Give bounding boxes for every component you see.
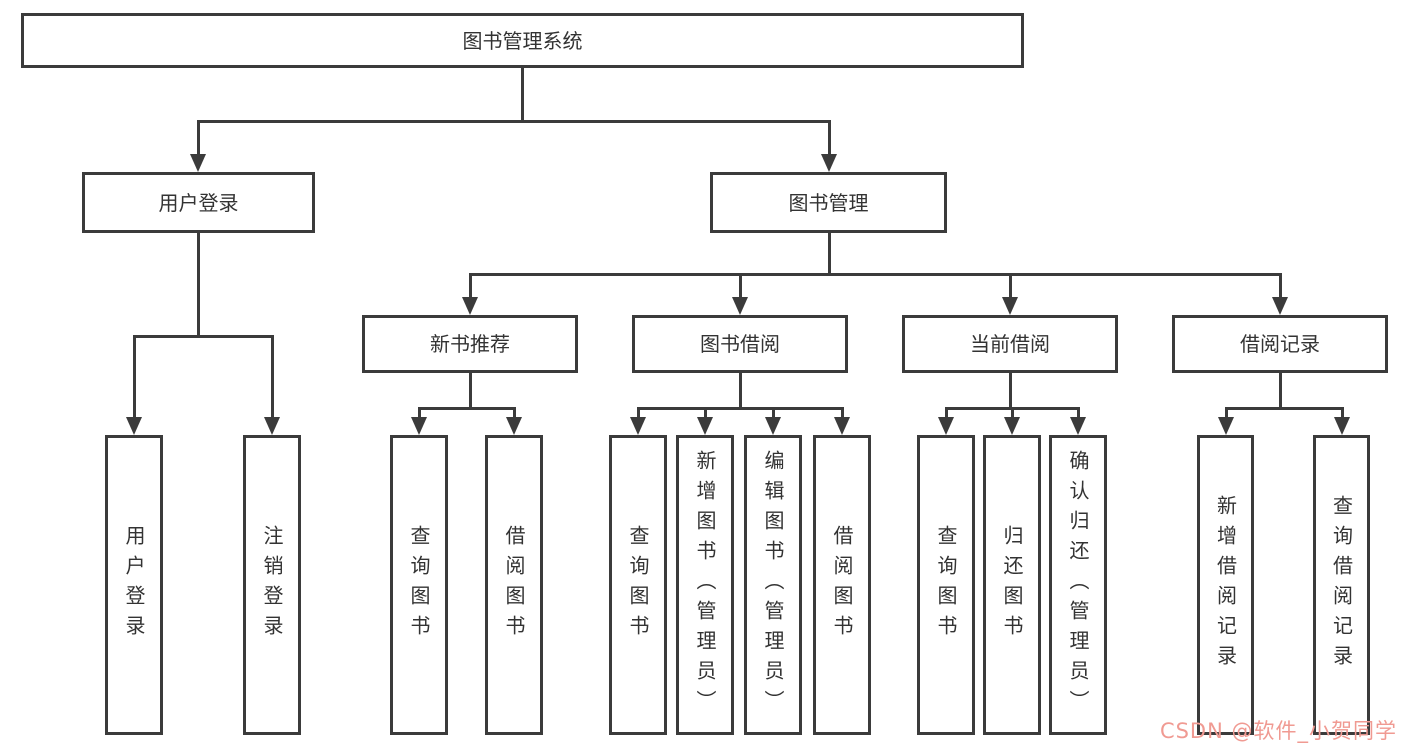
node-leaf-edit-book-admin: 编辑图书（管理员） — [744, 435, 802, 735]
connector-line — [1224, 407, 1228, 421]
node-user-login: 用户登录 — [82, 172, 315, 233]
connector-line — [636, 407, 844, 410]
node-label: 确认归还（管理员） — [1066, 450, 1090, 720]
node-label: 借阅记录 — [1240, 332, 1320, 356]
arrow-down-icon — [264, 417, 280, 435]
node-leaf-borrow-book-2: 借阅图书 — [813, 435, 871, 735]
connector-line — [468, 273, 472, 301]
node-book-borrow: 图书借阅 — [632, 315, 848, 373]
connector-line — [1008, 273, 1012, 301]
arrow-down-icon — [938, 417, 954, 435]
node-new-book-recommend: 新书推荐 — [362, 315, 578, 373]
connector-line — [417, 407, 516, 410]
node-label: 新增借阅记录 — [1213, 495, 1238, 675]
connector-line — [512, 407, 516, 421]
connector-line — [1340, 407, 1344, 421]
connector-line — [827, 233, 831, 276]
connector-line — [738, 373, 742, 410]
node-leaf-return-book: 归还图书 — [983, 435, 1041, 735]
arrow-down-icon — [630, 417, 646, 435]
arrow-down-icon — [1070, 417, 1086, 435]
connector-line — [468, 373, 472, 410]
node-label: 查询借阅记录 — [1329, 495, 1354, 675]
arrow-down-icon — [1002, 297, 1018, 315]
connector-line — [417, 407, 421, 421]
connector-line — [1224, 407, 1344, 410]
connector-line — [840, 407, 844, 421]
connector-line — [468, 273, 1282, 276]
node-label: 编辑图书（管理员） — [761, 450, 785, 720]
arrow-down-icon — [1272, 297, 1288, 315]
node-label: 新增图书（管理员） — [693, 450, 717, 720]
node-label: 用户登录 — [122, 525, 146, 645]
node-borrow-records: 借阅记录 — [1172, 315, 1388, 373]
node-system-root: 图书管理系统 — [21, 13, 1024, 68]
node-current-borrow: 当前借阅 — [902, 315, 1118, 373]
connector-line — [196, 120, 831, 123]
connector-line — [132, 335, 136, 421]
arrow-down-icon — [765, 417, 781, 435]
node-label: 查询图书 — [934, 525, 958, 645]
arrow-down-icon — [697, 417, 713, 435]
node-label: 图书管理 — [788, 190, 869, 215]
connector-line — [270, 335, 274, 421]
arrow-down-icon — [834, 417, 850, 435]
node-leaf-borrow-book-1: 借阅图书 — [485, 435, 543, 735]
connector-line — [1278, 273, 1282, 301]
csdn-watermark: CSDN @软件_小贺同学 — [1159, 719, 1397, 743]
node-label: 新书推荐 — [430, 332, 510, 356]
node-leaf-add-book-admin: 新增图书（管理员） — [676, 435, 734, 735]
connector-line — [132, 335, 274, 338]
connector-line — [1278, 373, 1282, 410]
arrow-down-icon — [126, 417, 142, 435]
node-leaf-query-borrow-record: 查询借阅记录 — [1313, 435, 1370, 735]
connector-line — [196, 120, 200, 158]
arrow-down-icon — [506, 417, 522, 435]
arrow-down-icon — [1218, 417, 1234, 435]
arrow-down-icon — [190, 154, 206, 172]
connector-line — [703, 407, 707, 421]
node-label: 图书管理系统 — [462, 28, 583, 53]
node-leaf-logout: 注销登录 — [243, 435, 301, 735]
node-leaf-confirm-return-admin: 确认归还（管理员） — [1049, 435, 1107, 735]
arrow-down-icon — [462, 297, 478, 315]
node-label: 当前借阅 — [970, 332, 1050, 356]
node-leaf-user-login: 用户登录 — [105, 435, 163, 735]
node-book-management: 图书管理 — [710, 172, 947, 233]
arrow-down-icon — [1334, 417, 1350, 435]
node-label: 注销登录 — [260, 525, 284, 645]
connector-line — [196, 233, 200, 338]
connector-line — [1076, 407, 1080, 421]
node-leaf-query-book-1: 查询图书 — [390, 435, 448, 735]
node-leaf-query-book-3: 查询图书 — [917, 435, 975, 735]
node-label: 用户登录 — [158, 190, 239, 215]
node-leaf-add-borrow-record: 新增借阅记录 — [1197, 435, 1254, 735]
connector-line — [738, 273, 742, 301]
node-label: 归还图书 — [1000, 525, 1024, 645]
connector-line — [827, 120, 831, 158]
connector-line — [944, 407, 948, 421]
arrow-down-icon — [411, 417, 427, 435]
node-leaf-query-book-2: 查询图书 — [609, 435, 667, 735]
node-label: 借阅图书 — [830, 525, 854, 645]
connector-line — [520, 68, 524, 123]
node-label: 图书借阅 — [700, 332, 780, 356]
arrow-down-icon — [1004, 417, 1020, 435]
connector-line — [1010, 407, 1014, 421]
arrow-down-icon — [732, 297, 748, 315]
connector-line — [771, 407, 775, 421]
connector-line — [636, 407, 640, 421]
node-label: 查询图书 — [626, 525, 650, 645]
node-label: 查询图书 — [407, 525, 431, 645]
node-label: 借阅图书 — [502, 525, 526, 645]
connector-line — [1008, 373, 1012, 410]
arrow-down-icon — [821, 154, 837, 172]
